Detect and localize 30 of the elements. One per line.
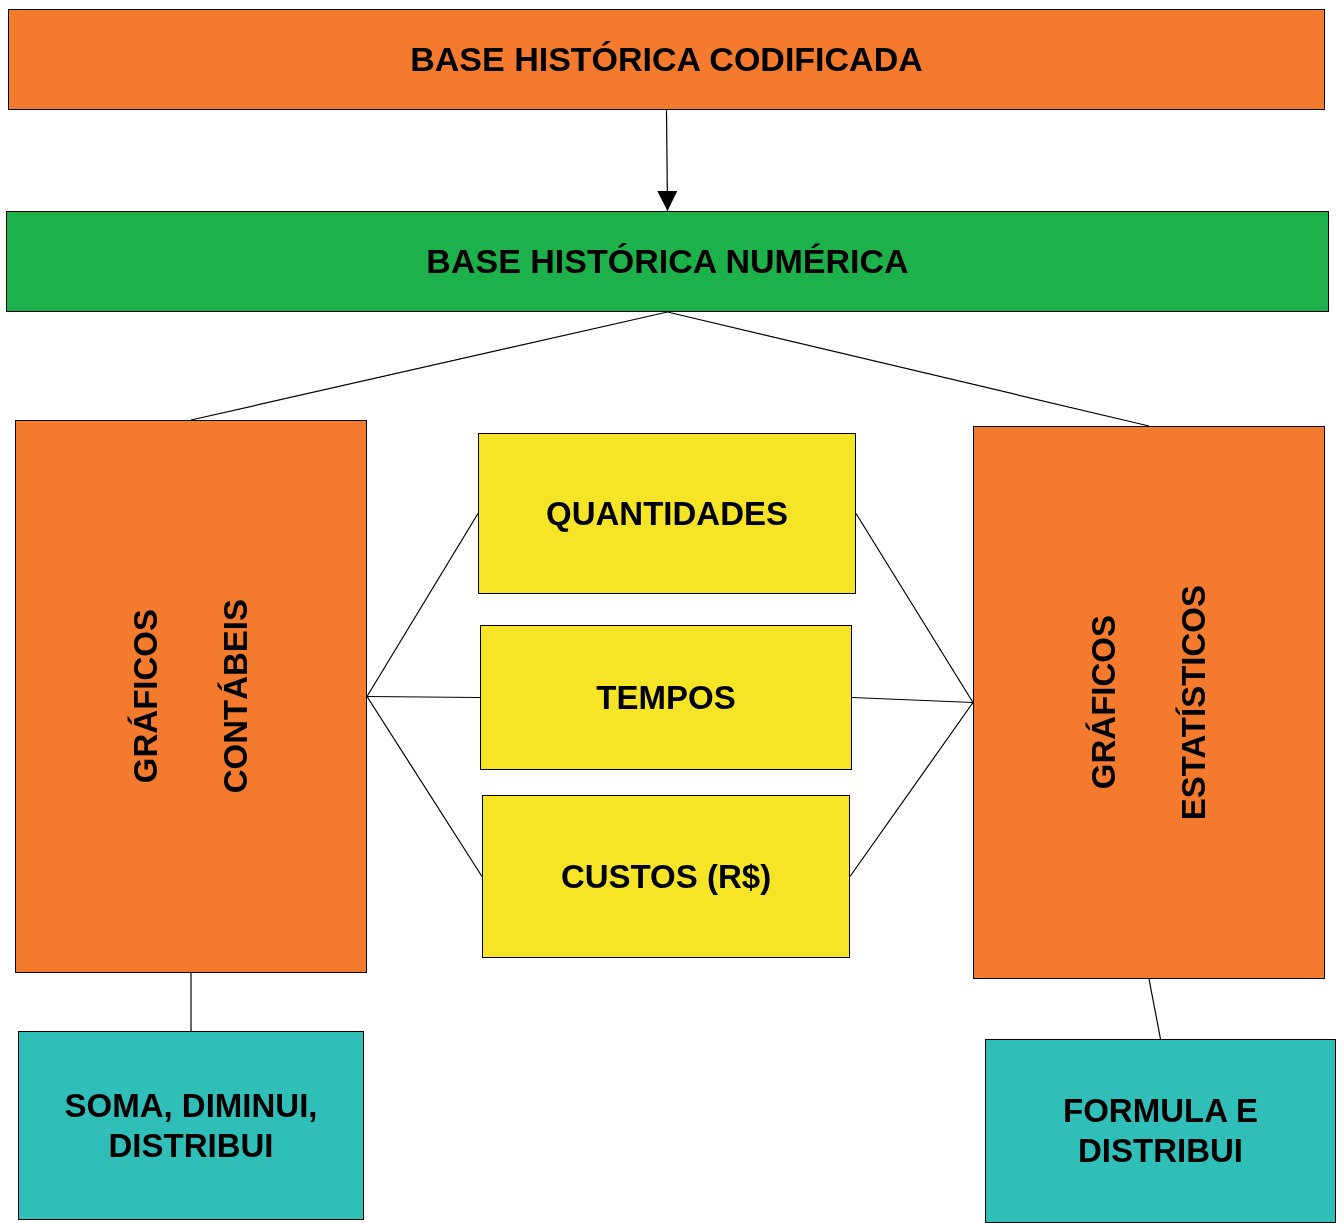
process-box bbox=[18, 1031, 364, 1220]
connector-line bbox=[366, 695, 483, 878]
connector-line bbox=[666, 311, 1150, 427]
connector-line bbox=[1148, 978, 1162, 1040]
process-box bbox=[480, 625, 852, 770]
connector-line bbox=[366, 512, 479, 698]
node-label: GRÁFICOS bbox=[126, 609, 166, 784]
node-label: BASE HISTÓRICA CODIFICADA bbox=[410, 39, 923, 80]
process-box bbox=[482, 795, 850, 958]
node-label: TEMPOS bbox=[596, 677, 736, 718]
chart-category-box bbox=[973, 426, 1325, 979]
connector-line bbox=[849, 701, 974, 878]
node-label: QUANTIDADES bbox=[546, 493, 788, 534]
chart-category-box bbox=[15, 420, 367, 973]
node-label: BASE HISTÓRICA NUMÉRICA bbox=[426, 241, 909, 282]
node-label: SOMA, DIMINUI, DISTRIBUI bbox=[63, 1085, 319, 1166]
process-box bbox=[478, 433, 856, 594]
node-label: CONTÁBEIS bbox=[216, 599, 255, 794]
connector-line bbox=[851, 696, 974, 704]
connector-line bbox=[366, 695, 481, 699]
process-box bbox=[8, 9, 1325, 110]
arrow bbox=[657, 109, 678, 212]
connector-line bbox=[190, 972, 192, 1032]
process-box bbox=[6, 211, 1329, 312]
node-label: ESTATÍSTICOS bbox=[1174, 584, 1213, 821]
node-label: CUSTOS (R$) bbox=[560, 856, 772, 897]
node-label: FORMULA E DISTRIBUI bbox=[1062, 1091, 1259, 1171]
node-label: GRÁFICOS bbox=[1084, 615, 1124, 790]
process-box bbox=[985, 1039, 1336, 1223]
connector-line bbox=[855, 512, 974, 704]
